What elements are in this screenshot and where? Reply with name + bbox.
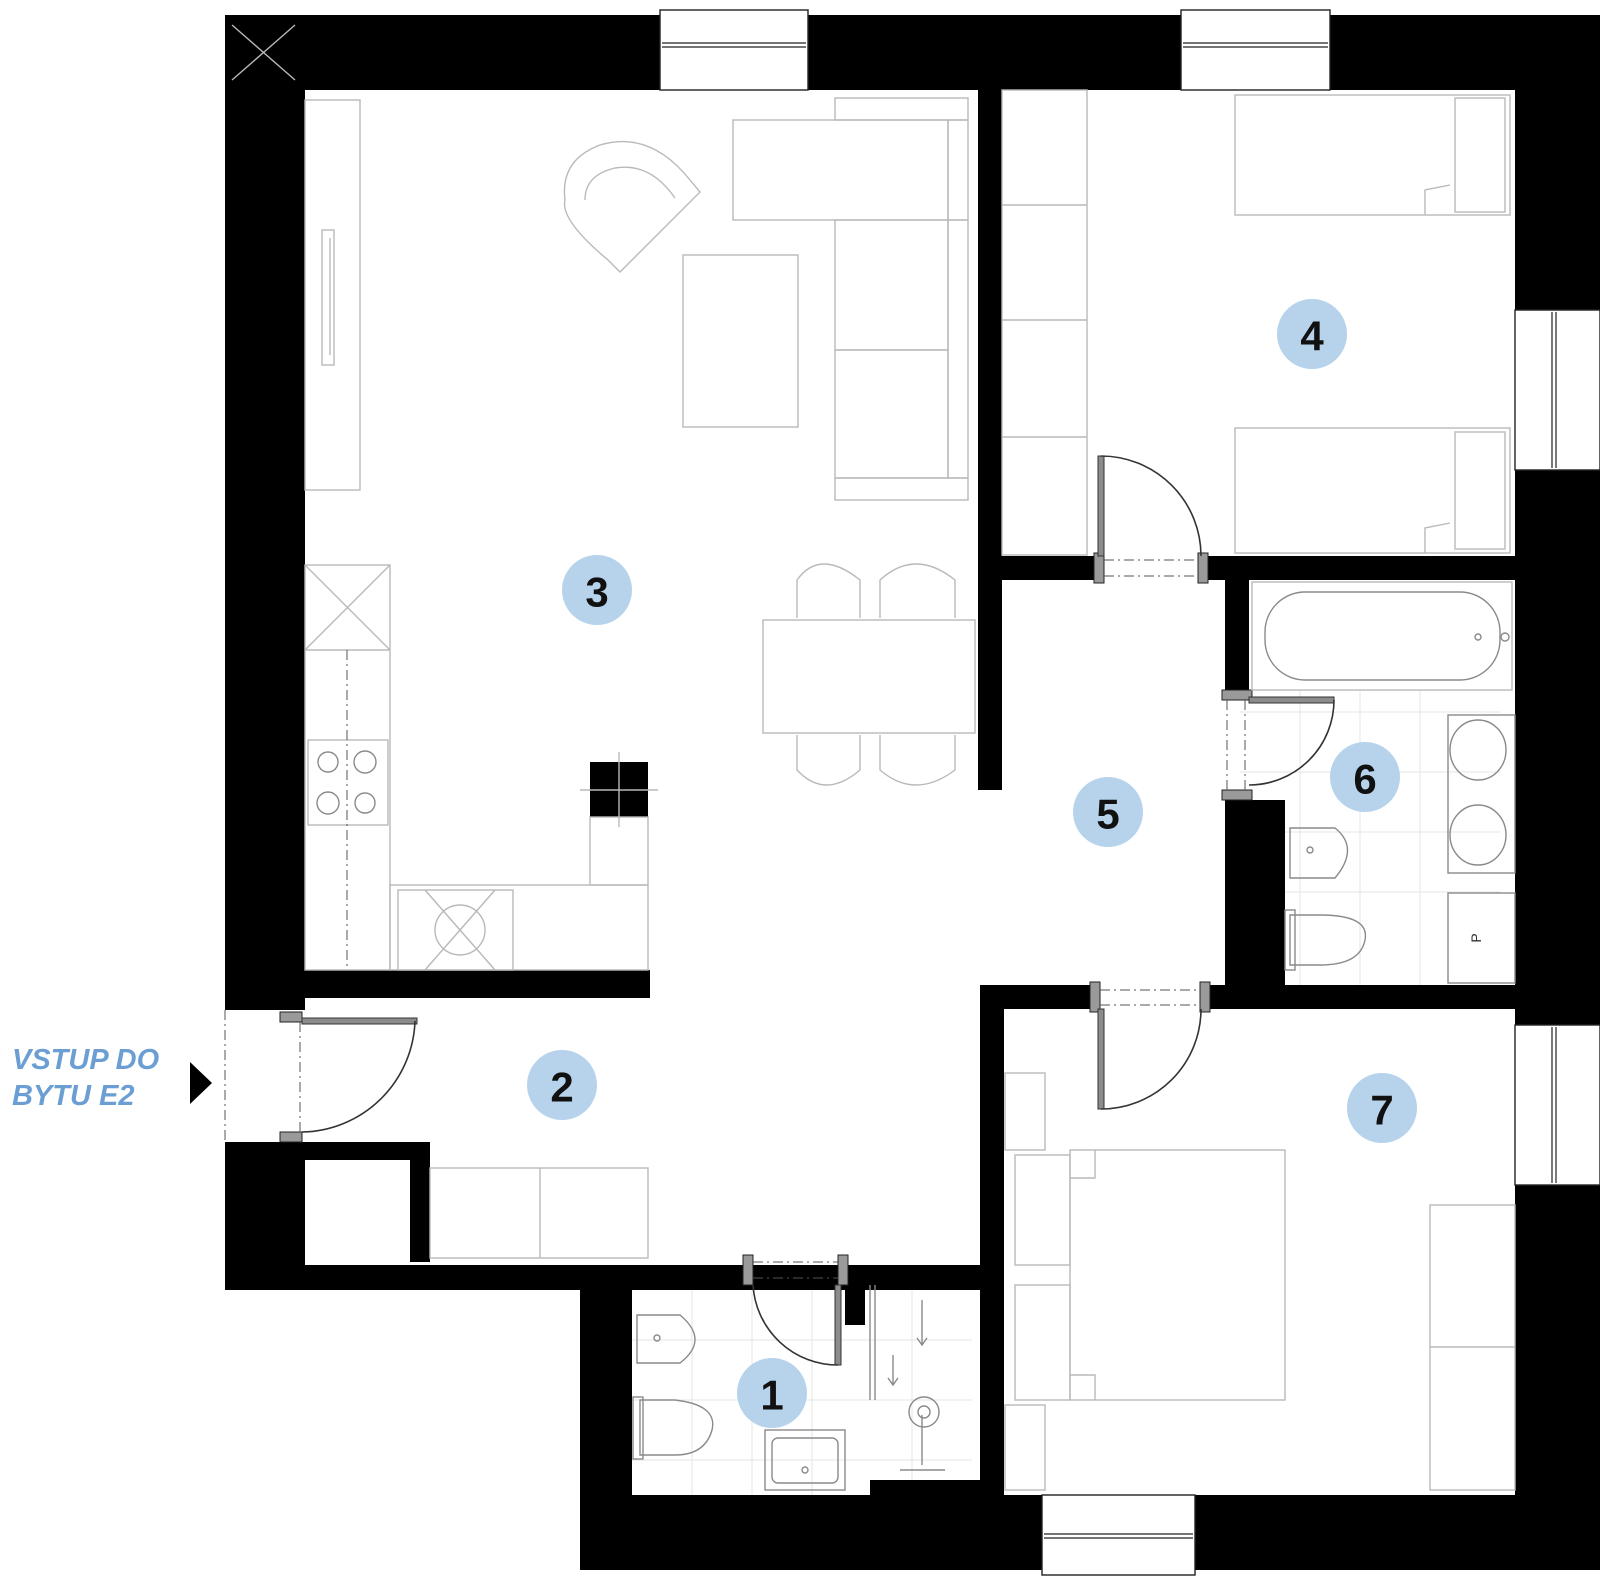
entrance-arrow-icon bbox=[190, 1062, 212, 1104]
room-badge-5: 5 bbox=[1073, 777, 1143, 847]
room-number-6: 6 bbox=[1353, 756, 1376, 803]
double-bed bbox=[1014, 1149, 1286, 1401]
toilet-room6 bbox=[1284, 909, 1367, 971]
room-badge-6: 6 bbox=[1330, 742, 1400, 812]
room-number-5: 5 bbox=[1096, 791, 1119, 838]
entrance-label: VSTUP DO BYTU E2 bbox=[12, 1042, 159, 1114]
bed-room4-bottom bbox=[1234, 427, 1511, 554]
washbasin-room1 bbox=[764, 1429, 846, 1491]
entrance-door[interactable] bbox=[301, 1017, 418, 1133]
wall-hatch bbox=[231, 24, 296, 81]
toilet-room1 bbox=[632, 1396, 714, 1460]
room-badge-4: 4 bbox=[1277, 299, 1347, 369]
wardrobe-room4 bbox=[1001, 89, 1088, 556]
window-bottom bbox=[1041, 1494, 1196, 1576]
dining-table bbox=[762, 619, 976, 734]
bed-room4-top bbox=[1234, 94, 1511, 216]
window-right-room7 bbox=[1514, 1024, 1600, 1186]
entrance-label-line1: VSTUP DO bbox=[12, 1044, 160, 1076]
room-badge-2: 2 bbox=[527, 1050, 597, 1120]
entrance-label-line2: BYTU E2 bbox=[12, 1080, 135, 1112]
window-top-left bbox=[659, 9, 809, 91]
room-number-1: 1 bbox=[760, 1372, 783, 1419]
nightstands bbox=[1004, 1072, 1046, 1491]
bidet-room1 bbox=[636, 1314, 696, 1364]
room-number-7: 7 bbox=[1370, 1087, 1393, 1134]
armchair bbox=[563, 140, 701, 273]
wardrobe-room7 bbox=[1429, 1204, 1516, 1491]
dining-chairs bbox=[796, 563, 956, 786]
door-room6[interactable] bbox=[1221, 689, 1335, 801]
kitchen-counter bbox=[304, 564, 649, 971]
door-room7[interactable] bbox=[1089, 981, 1211, 1110]
walls bbox=[225, 15, 1600, 1570]
room-number-4: 4 bbox=[1300, 313, 1324, 360]
bathtub bbox=[1251, 581, 1513, 691]
door-room1[interactable] bbox=[742, 1254, 849, 1366]
room-badge-7: 7 bbox=[1347, 1073, 1417, 1143]
kitchen-tall-cabinet bbox=[304, 99, 361, 491]
window-right-room4 bbox=[1514, 309, 1600, 471]
room-number-3: 3 bbox=[585, 569, 608, 616]
boiler: P bbox=[1447, 892, 1516, 984]
hallway-cabinet bbox=[429, 1167, 649, 1259]
double-sink bbox=[1447, 714, 1516, 874]
room-badge-3: 3 bbox=[562, 555, 632, 625]
coffee-table bbox=[682, 254, 799, 428]
room-number-2: 2 bbox=[550, 1064, 573, 1111]
room-badge-1: 1 bbox=[737, 1358, 807, 1428]
boiler-label: P bbox=[1468, 933, 1484, 942]
kitchen-island bbox=[580, 752, 658, 886]
sofa bbox=[732, 97, 969, 501]
window-top-right bbox=[1180, 9, 1331, 91]
bidet-room6 bbox=[1289, 827, 1349, 879]
shower bbox=[869, 1285, 945, 1471]
entrance-opening bbox=[224, 1010, 303, 1143]
door-room4[interactable] bbox=[1093, 455, 1209, 584]
